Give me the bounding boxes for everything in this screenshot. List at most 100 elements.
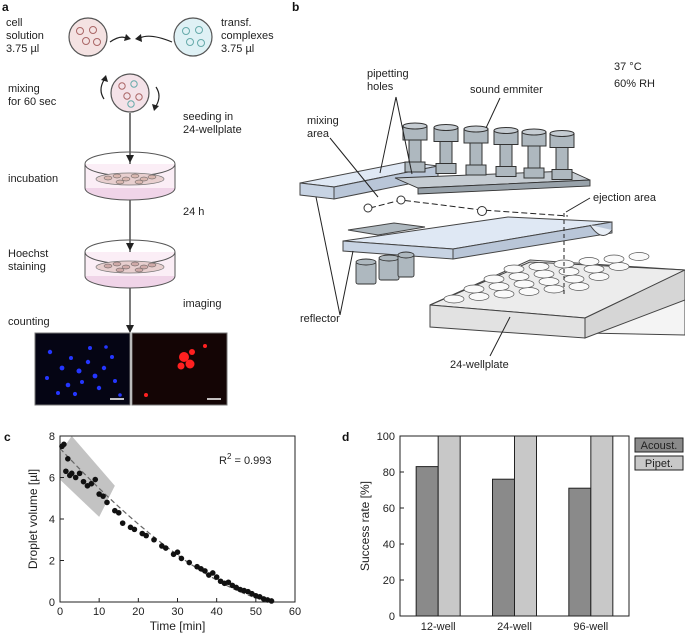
data-point [174,549,181,555]
emitter-neck [527,145,541,171]
data-point [104,499,110,506]
emitter-base [435,163,457,174]
category-label: 12-well [421,621,456,633]
data-point [76,470,83,477]
legend-label: Acoust. [641,440,678,452]
data-point [178,555,185,562]
well [508,272,530,281]
well [583,264,605,274]
x-tick-label: 0 [57,606,63,618]
r-squared-annotation: R2 = 0.993 [219,452,271,467]
y-tick-label: 2 [49,556,55,568]
emitter-cylinders [402,122,575,180]
emitter-base [551,169,573,180]
data-point [92,476,99,483]
lower-emitters [355,251,415,285]
well [608,262,630,271]
y-tick-label: 40 [383,539,395,551]
data-point [115,509,122,516]
well [628,252,650,261]
bar-pipet [590,435,614,617]
bar-pipet [437,435,461,617]
reflector-label: reflector [300,313,340,325]
well [468,292,490,301]
well [558,267,580,276]
panel-label-d: d [342,430,349,444]
cell-solution-drop [68,17,108,57]
callout-lines [315,96,591,357]
well [603,254,625,264]
counting-label: counting [8,316,50,328]
data-point [151,536,157,543]
x-tick-label: 40 [211,606,223,618]
x-tick-label: 30 [171,606,183,618]
data-point [80,478,87,485]
transfection-complexes-drop [173,17,213,57]
mixing-area-label: mixing area [307,115,342,140]
mixing-drop [100,73,160,113]
bar-acoust [568,487,592,617]
emitter-neck [439,141,453,166]
emitter-top [521,128,547,136]
well [483,274,505,284]
emitter-base [404,161,426,173]
conditions-label: 37 °C 60% RH [614,61,655,90]
data-point [268,598,275,604]
emitter-neck [469,142,483,168]
data-point [225,579,232,586]
well [543,284,565,294]
y-tick-label: 20 [383,575,395,587]
well [588,272,610,281]
ejection-area-label: ejection area [593,192,657,204]
y-tick-label: 8 [49,431,55,443]
well [568,282,590,291]
data-point [119,520,126,526]
y-tick-label: 4 [49,514,55,526]
plot-frame [399,435,630,617]
x-tick-label: 20 [132,606,144,618]
emitter-top [493,127,519,134]
data-point [213,574,220,580]
wellplate-24 [429,252,685,339]
data-point [63,468,69,475]
well [493,289,515,299]
cell-solution-label: cell solution 3.75 µl [6,17,47,55]
legend-swatch [634,455,684,471]
well [533,269,555,279]
panel-label-a: a [2,0,9,14]
panel-label-c: c [4,430,11,444]
y-tick-label: 100 [377,431,395,443]
x-tick-label: 60 [289,606,301,618]
bar-acoust [415,466,439,617]
well [528,262,550,271]
incubation-dish [84,151,176,201]
micrograph-blue [34,332,131,406]
emitter-top [402,122,428,130]
well [463,284,485,294]
imaging-label: imaging [183,298,222,310]
data-point [61,441,67,448]
x-tick-label: 50 [250,606,262,618]
time-24h-label: 24 h [183,206,204,218]
x-tick-label: 10 [93,606,105,618]
mixing-label: mixing for 60 sec [8,83,57,108]
emitter-top [463,125,489,133]
well [503,264,525,274]
emitter-base [523,167,545,179]
emitter-top [549,130,575,137]
merge-arrow-right [139,35,173,43]
data-point [65,456,71,462]
data-point [209,570,216,576]
y-tick-label: 6 [49,473,55,485]
data-point [72,474,79,481]
seeding-label: seeding in 24-wellplate [183,111,242,136]
sound-emitter-label: sound emmiter [470,84,543,96]
well [513,279,535,289]
micrograph-red [131,332,228,406]
staining-dish [84,239,176,289]
emitter-neck [555,147,569,172]
legend-label: Pipet. [645,458,673,470]
emitter-top [433,124,459,131]
